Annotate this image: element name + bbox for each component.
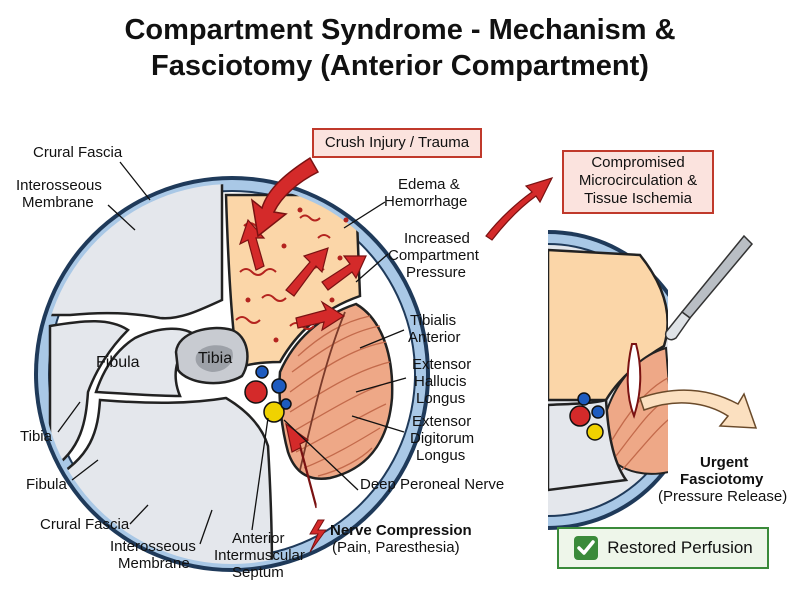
vein-1 <box>255 365 269 379</box>
label-edl-1: Extensor <box>412 413 472 430</box>
label-fibula-left: Fibula <box>26 476 67 493</box>
label-tibialis-1: Tibialis <box>410 312 457 329</box>
posterior-deep-compartment <box>94 327 198 398</box>
label-fibula-inside: Fibula <box>96 354 140 371</box>
label-tibia-inside: Tibia <box>198 350 233 367</box>
label-tibia-left: Tibia <box>20 428 52 445</box>
crush-arrow <box>250 156 320 238</box>
check-icon <box>574 536 599 560</box>
label-crural-fascia-top: Crural Fascia <box>33 144 123 161</box>
title-line-1: Compartment Syndrome - Mechanism & <box>124 14 676 46</box>
scalpel-icon <box>664 234 754 341</box>
label-ehl-3: Longus <box>416 390 466 407</box>
anterior-tibial-artery <box>244 380 268 404</box>
label-deep-peroneal-nerve: Deep Peroneal Nerve <box>360 476 505 493</box>
release-arrow <box>639 389 758 429</box>
label-crural-fascia-bottom: Crural Fascia <box>40 516 130 533</box>
label-anterior-septum-2: Intermuscular <box>214 547 305 564</box>
crush-injury-box: Crush Injury / Trauma <box>312 128 482 158</box>
microcirculation-line-1: Compromised <box>591 154 685 171</box>
label-pressure-1: Increased <box>404 230 470 247</box>
label-nerve-compression-1: Nerve Compression <box>330 522 472 539</box>
label-urgent-3: (Pressure Release) <box>658 488 788 505</box>
restored-perfusion-text: Restored Perfusion <box>607 538 753 557</box>
label-ehl-2: Hallucis <box>414 373 467 390</box>
label-edema-2: Hemorrhage <box>384 193 468 210</box>
label-anterior-septum-3: Septum <box>232 564 284 581</box>
vein-2 <box>271 378 287 394</box>
leg-cross-section <box>34 176 430 572</box>
label-tibialis-2: Anterior <box>408 329 461 346</box>
label-nerve-compression-2: (Pain, Paresthesia) <box>332 539 460 556</box>
label-interosseous-top-2: Membrane <box>22 194 94 211</box>
label-ehl-1: Extensor <box>412 356 472 373</box>
leader-lines <box>57 161 407 545</box>
label-edl-3: Longus <box>416 447 466 464</box>
title-line-2: Fasciotomy (Anterior Compartment) <box>151 50 649 82</box>
pressure-arrows <box>238 218 367 332</box>
incision <box>626 343 642 419</box>
microcirculation-box: Compromised Microcirculation & Tissue Is… <box>562 150 714 214</box>
restored-perfusion-box: Restored Perfusion <box>557 527 769 569</box>
microcirculation-line-3: Tissue Ischemia <box>584 190 692 207</box>
label-edema-1: Edema & <box>398 176 460 193</box>
page-title: Compartment Syndrome - Mechanism & Fasci… <box>0 12 800 84</box>
label-pressure-3: Pressure <box>406 264 467 281</box>
deep-peroneal-nerve <box>263 401 285 423</box>
label-urgent-1: Urgent <box>700 454 749 471</box>
label-interosseous-bottom-2: Membrane <box>118 555 190 572</box>
label-pressure-2: Compartment <box>388 247 479 264</box>
lateral-compartment <box>48 320 130 473</box>
ischemia-arrow <box>485 177 554 241</box>
fasciotomy-section <box>548 230 758 530</box>
label-interosseous-top-1: Interosseous <box>16 177 102 194</box>
label-edl-2: Digitorum <box>410 430 475 447</box>
crush-injury-text: Crush Injury / Trauma <box>324 134 470 151</box>
lightning-icon <box>309 519 327 553</box>
microcirculation-line-2: Microcirculation & <box>578 172 698 189</box>
label-urgent-2: Fasciotomy <box>680 471 764 488</box>
label-anterior-septum-1: Anterior <box>232 530 285 547</box>
label-interosseous-bottom-1: Interosseous <box>110 538 196 555</box>
